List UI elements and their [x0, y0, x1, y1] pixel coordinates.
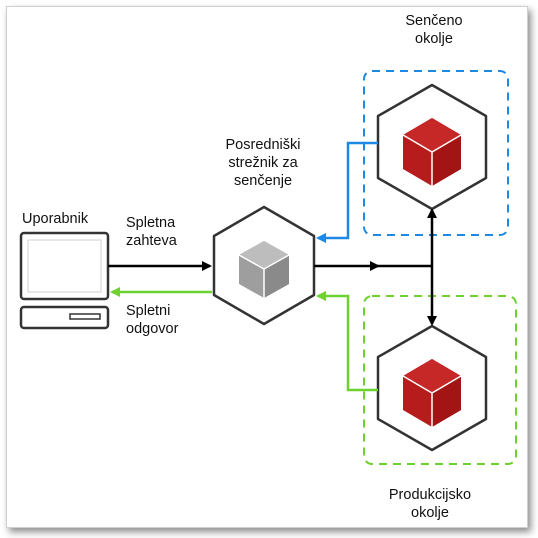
shadow-response-arrow: [316, 141, 378, 243]
shadow-environment-label: Senčeno okolje: [384, 12, 484, 48]
proxy-line-1: Posredniški: [225, 137, 301, 153]
user-label: Uporabnik: [22, 211, 89, 227]
request-line-1: Spletna: [126, 215, 176, 231]
production-environment-box: [363, 295, 517, 465]
prod-env-line-1: Produkcijsko: [388, 487, 472, 503]
prod-env-line-2: okolje: [411, 505, 449, 521]
shadow-server-icon: [376, 83, 488, 211]
web-response-label: Spletni odgovor: [126, 302, 178, 338]
proxy-server-icon: [212, 205, 316, 326]
proxy-line-3: senčenje: [233, 173, 293, 189]
response-line-2: odgovor: [126, 321, 179, 337]
proxy-label: Posredniški strežnik za senčenje: [208, 136, 318, 190]
production-server-icon: [376, 324, 488, 452]
production-response-arrow: [316, 291, 378, 392]
web-request-label: Spletna zahteva: [126, 214, 177, 250]
request-line-2: zahteva: [126, 233, 177, 249]
response-line-1: Spletni: [126, 303, 171, 319]
shadow-env-line-2: okolje: [415, 31, 453, 47]
shadow-environment-box: [363, 70, 509, 236]
production-environment-label: Produkcijsko okolje: [370, 486, 490, 522]
shadow-env-line-1: Senčeno: [405, 13, 463, 29]
computer-icon: [19, 231, 110, 330]
proxy-line-2: strežnik za: [228, 155, 298, 171]
